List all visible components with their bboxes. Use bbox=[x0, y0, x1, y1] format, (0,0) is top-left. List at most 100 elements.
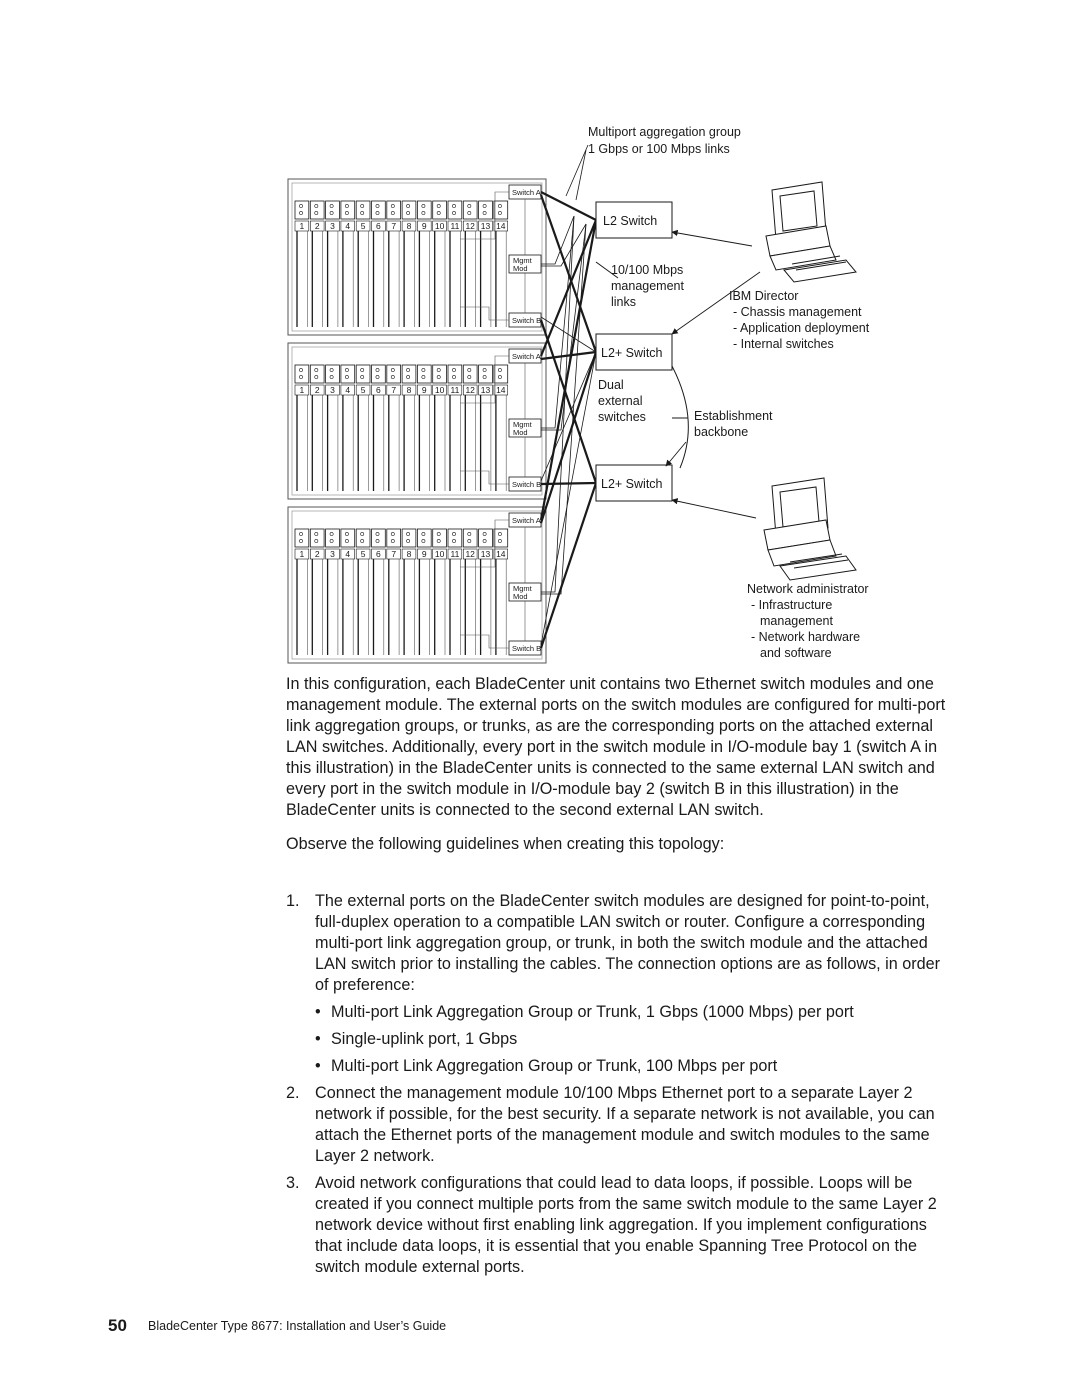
blade-number-cell bbox=[447, 548, 463, 560]
mgmt-module-label: Mod bbox=[513, 264, 528, 273]
blade-led bbox=[482, 211, 487, 215]
blade-bay-number: 13 bbox=[481, 549, 491, 559]
blade-number-cell bbox=[401, 384, 417, 396]
blade-bezel bbox=[432, 364, 447, 384]
switch-b-uplink bbox=[539, 319, 598, 484]
switch-b-uplink bbox=[540, 351, 597, 482]
blade-number-cell bbox=[447, 384, 463, 396]
blade-bay-number: 6 bbox=[376, 221, 381, 231]
blade-number-cell bbox=[417, 384, 432, 396]
mgmt-link bbox=[541, 215, 575, 593]
blade-led bbox=[497, 532, 502, 536]
blade-bezel bbox=[416, 528, 432, 548]
blade-led bbox=[344, 368, 349, 372]
internal-link bbox=[460, 519, 509, 568]
blade-bay-number: 5 bbox=[361, 221, 366, 231]
blade-led bbox=[314, 375, 319, 379]
switch-a-uplink bbox=[539, 219, 598, 357]
blade-number-cell bbox=[417, 548, 432, 560]
blade-number-cell bbox=[325, 548, 340, 560]
establishment-label-2: backbone bbox=[694, 425, 748, 439]
blade-led bbox=[421, 539, 426, 543]
blade-bay-number: 4 bbox=[345, 385, 350, 395]
blade-bay-number: 11 bbox=[450, 221, 459, 231]
list-item-text: The external ports on the BladeCenter sw… bbox=[315, 892, 941, 994]
paragraph-configuration: In this configuration, each BladeCenter … bbox=[286, 675, 946, 819]
blade-bay-number: 3 bbox=[330, 385, 335, 395]
blade-bay-number: 12 bbox=[465, 221, 475, 231]
blade-number-cell bbox=[355, 548, 371, 560]
blade-bay-number: 10 bbox=[435, 385, 445, 395]
chassis-inner-frame bbox=[291, 510, 543, 660]
network-admin-item: and software bbox=[760, 646, 832, 660]
blade-bay-number: 10 bbox=[435, 221, 445, 231]
blade-led bbox=[452, 539, 456, 543]
blade-number-cell bbox=[371, 384, 386, 396]
switch-a-label: Switch A bbox=[512, 352, 541, 361]
blade-led bbox=[406, 532, 411, 536]
blade-bezel bbox=[493, 200, 509, 220]
blade-led bbox=[344, 539, 349, 543]
blade-bezel bbox=[416, 364, 432, 384]
mgmt-link bbox=[541, 223, 587, 431]
blade-bezel bbox=[309, 528, 325, 548]
blade-number-cell bbox=[309, 384, 325, 396]
blade-led bbox=[467, 368, 472, 372]
blade-bezel bbox=[294, 528, 310, 548]
blade-led bbox=[344, 532, 349, 536]
blade-number-cell bbox=[309, 220, 325, 232]
blade-number-cell bbox=[386, 220, 401, 232]
bullet-text: Single-uplink port, 1 Gbps bbox=[331, 1030, 518, 1048]
blade-bay-number: 9 bbox=[422, 385, 427, 395]
blade-led bbox=[299, 539, 303, 543]
blade-led bbox=[375, 539, 380, 543]
list-item-text: Connect the management module 10/100 Mbp… bbox=[315, 1084, 935, 1165]
blade-number-cell bbox=[462, 548, 478, 560]
switch-b-label: Switch B bbox=[512, 644, 541, 653]
switch-a-uplink bbox=[540, 350, 597, 361]
internal-link bbox=[460, 355, 509, 404]
blade-led bbox=[314, 204, 319, 208]
list-item: 1. The external ports on the BladeCenter… bbox=[286, 891, 956, 1077]
blade-led bbox=[482, 539, 487, 543]
blade-number-cell bbox=[294, 220, 310, 232]
blade-bay-number: 12 bbox=[465, 549, 475, 559]
page-footer: 50 BladeCenter Type 8677: Installation a… bbox=[108, 1316, 808, 1340]
blade-bezel bbox=[294, 200, 310, 220]
blade-number-cell bbox=[417, 220, 432, 232]
document-title: BladeCenter Type 8677: Installation and … bbox=[148, 1319, 447, 1333]
blade-led bbox=[467, 211, 472, 215]
internal-link bbox=[460, 470, 509, 485]
blade-led bbox=[390, 375, 395, 379]
blade-led bbox=[436, 211, 441, 215]
blade-bezel bbox=[416, 200, 432, 220]
blade-bezel bbox=[309, 364, 325, 384]
blade-number-cell bbox=[355, 384, 371, 396]
blade-led bbox=[406, 204, 411, 208]
blade-led bbox=[406, 211, 411, 215]
blade-bay-number: 2 bbox=[315, 221, 320, 231]
switch-b-label: Switch B bbox=[512, 316, 541, 325]
blade-bezel bbox=[371, 200, 386, 220]
blade-bezel bbox=[325, 528, 340, 548]
blade-number-cell bbox=[432, 548, 447, 560]
blade-led bbox=[452, 532, 456, 536]
blade-number-cell bbox=[493, 384, 508, 396]
blade-led bbox=[299, 532, 303, 536]
list-item-text: Avoid network configurations that could … bbox=[315, 1174, 937, 1276]
cabling bbox=[539, 191, 598, 649]
blade-led bbox=[375, 532, 380, 536]
blade-led bbox=[452, 211, 456, 215]
bullet-glyph: • bbox=[315, 1030, 321, 1048]
blade-bezel bbox=[386, 528, 401, 548]
blade-number-cell bbox=[340, 384, 355, 396]
blade-number-cell bbox=[401, 220, 417, 232]
blade-bezel bbox=[294, 364, 310, 384]
blade-bay-number: 7 bbox=[391, 385, 396, 395]
l2plus-switch-box-1 bbox=[595, 333, 673, 371]
blade-number-cell bbox=[340, 220, 355, 232]
blade-bezel bbox=[478, 200, 493, 220]
